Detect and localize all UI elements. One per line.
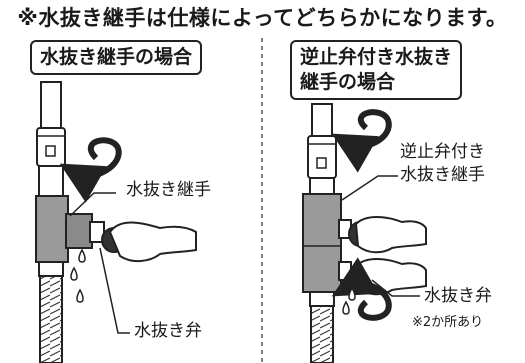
label-drain-valve-right: 水抜き弁 [424,286,492,306]
label-check-valve-fitting-line2: 水抜き継手 [400,165,485,185]
left-hand [108,221,197,262]
right-rotation-arrow-lower [331,257,392,321]
right-fitting-body [302,193,342,293]
left-hose [39,275,63,363]
label-drain-valve-left: 水抜き弁 [134,321,202,341]
case-title-standard: 水抜き継手の場合 [40,46,193,68]
left-fitting-illustration [35,81,197,363]
case-title-check-valve-line1: 逆止弁付き水抜き [300,46,453,68]
case-box-standard-fitting: 水抜き継手の場合 [30,40,203,75]
page-title: ※水抜き継手は仕様によってどちらかになります。 [17,6,508,30]
right-hand-lower [354,258,427,296]
label-check-valve-fitting-line1: 逆止弁付き [400,142,485,162]
right-hose [310,305,334,363]
case-box-check-valve-fitting: 逆止弁付き水抜き 継手の場合 [290,40,463,100]
case-title-check-valve-line2: 継手の場合 [300,71,396,93]
left-fitting-body [35,195,69,263]
right-fitting-illustration [302,103,427,363]
right-rotation-arrow-upper [331,109,392,173]
right-hand-upper [354,216,427,254]
left-rotation-arrow [59,137,122,203]
note-two-locations: ※2か所あり [412,315,484,330]
label-drain-fitting: 水抜き継手 [126,180,211,200]
